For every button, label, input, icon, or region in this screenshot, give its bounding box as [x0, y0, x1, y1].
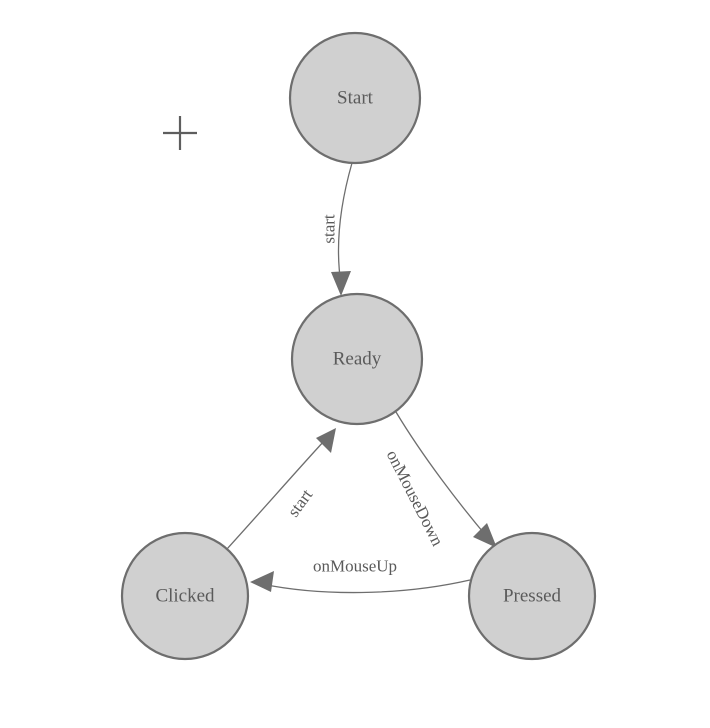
edge-ready-to-pressed[interactable]: onMouseDown — [383, 411, 497, 549]
node-shape — [467, 531, 597, 661]
state-node-start[interactable]: Start — [288, 31, 422, 165]
edge-label-pressed-to-clicked: onMouseUp — [313, 557, 397, 576]
edge-pressed-to-clicked[interactable]: onMouseUp — [250, 557, 471, 594]
edge-clicked-to-ready[interactable]: start — [226, 428, 336, 550]
edge-path — [337, 162, 353, 285]
arrowhead-icon — [473, 523, 497, 548]
node-label-clicked: Clicked — [155, 586, 215, 607]
state-node-pressed[interactable]: Pressed — [467, 531, 597, 661]
node-shape — [120, 531, 250, 661]
node-label-ready: Ready — [333, 349, 382, 370]
state-node-clicked[interactable]: Clicked — [120, 531, 250, 661]
edge-label-start-to-ready: start — [320, 214, 339, 244]
edge-start-to-ready[interactable]: start — [320, 162, 353, 296]
edge-label-ready-to-pressed: onMouseDown — [383, 447, 448, 549]
arrowhead-icon — [316, 428, 336, 453]
state-node-ready[interactable]: Ready — [290, 292, 424, 426]
edge-label-clicked-to-ready: start — [284, 485, 317, 520]
arrowhead-icon — [250, 571, 274, 592]
edge-path — [395, 411, 489, 539]
node-shape — [290, 292, 424, 426]
node-shape — [288, 31, 422, 165]
plus-crosshair-icon — [163, 116, 197, 150]
node-label-start: Start — [337, 88, 374, 109]
arrowhead-icon — [331, 271, 351, 296]
edge-path — [261, 579, 471, 594]
node-label-pressed: Pressed — [503, 586, 562, 607]
edge-path — [226, 439, 326, 550]
